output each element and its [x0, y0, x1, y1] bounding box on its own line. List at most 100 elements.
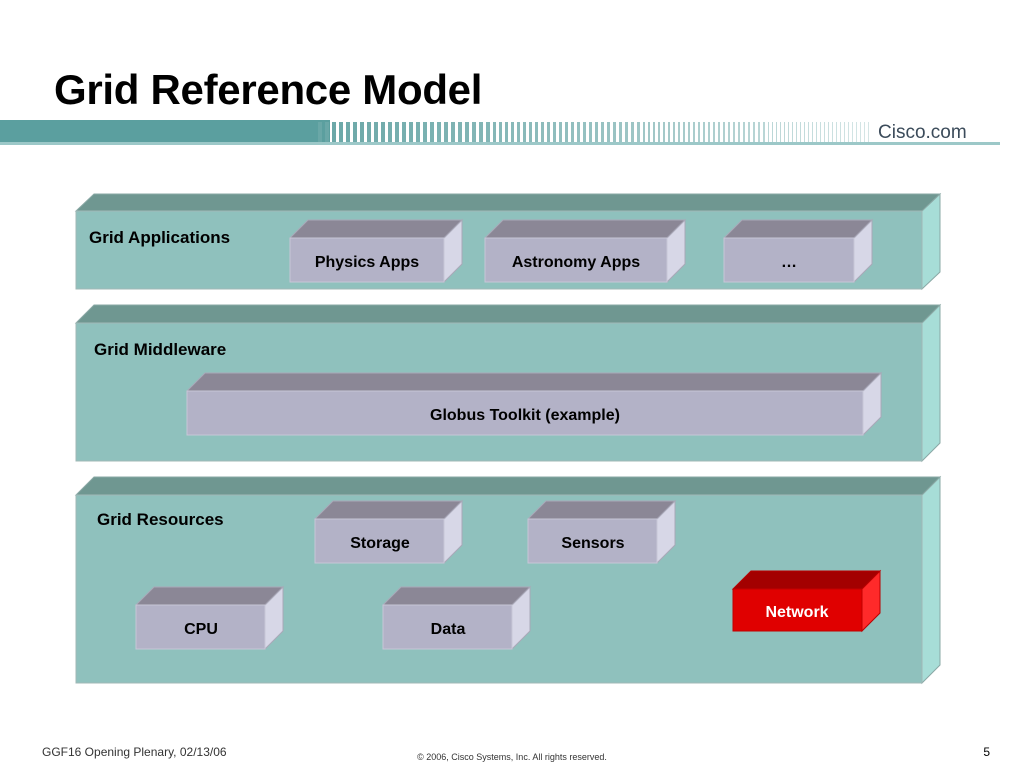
header-stripe — [643, 122, 645, 142]
header-stripe — [663, 122, 665, 142]
header-stripe — [486, 122, 490, 142]
header-stripe — [577, 122, 580, 142]
header-stripe — [367, 122, 371, 142]
header-stripe — [547, 122, 550, 142]
layer-label-resources: Grid Resources — [97, 510, 224, 529]
header-stripe — [517, 122, 520, 142]
header-stripe — [437, 122, 441, 142]
header-stripe — [703, 122, 705, 142]
header-stripe — [800, 122, 801, 142]
header-stripe — [780, 122, 781, 142]
box-more-apps[interactable]: … — [722, 218, 874, 284]
header-stripe — [856, 122, 857, 142]
storage-label: Storage — [350, 535, 410, 552]
layer-label-middleware: Grid Middleware — [94, 340, 226, 359]
header-stripe — [848, 122, 849, 142]
header-stripe — [444, 122, 448, 142]
header-stripe — [499, 122, 502, 142]
header-stripe — [792, 122, 793, 142]
header-stripe — [728, 122, 730, 142]
header-stripe — [673, 122, 675, 142]
header-stripe — [824, 122, 825, 142]
header-stripe — [698, 122, 700, 142]
header-stripe — [430, 122, 434, 142]
header-stripe — [723, 122, 725, 142]
header-stripe — [589, 122, 592, 142]
network-label: Network — [765, 604, 828, 621]
header-stripe — [713, 122, 715, 142]
header-stripe — [416, 122, 420, 142]
header-stripe — [668, 122, 670, 142]
header-stripe — [318, 122, 322, 142]
header-stripe — [840, 122, 841, 142]
layer-top — [74, 304, 942, 324]
header-stripe — [451, 122, 455, 142]
box-network[interactable]: Network — [731, 569, 882, 633]
header-stripe — [458, 122, 462, 142]
box-astronomy-apps[interactable]: Astronomy Apps — [483, 218, 687, 284]
header-stripe — [529, 122, 532, 142]
box-physics-apps[interactable]: Physics Apps — [288, 218, 464, 284]
layer-top — [74, 193, 942, 212]
header-stripe — [788, 122, 789, 142]
header-stripe — [763, 122, 765, 142]
header-stripe — [768, 122, 769, 142]
header-stripe — [653, 122, 655, 142]
layer-label-applications: Grid Applications — [89, 228, 230, 247]
header-stripe — [860, 122, 861, 142]
box-sensors[interactable]: Sensors — [526, 499, 677, 565]
header-stripe — [595, 122, 598, 142]
header-stripe — [607, 122, 610, 142]
header-stripe — [658, 122, 660, 142]
header-stripe — [733, 122, 735, 142]
footer-presentation-info: GGF16 Opening Plenary, 02/13/06 — [42, 745, 227, 759]
slide-title: Grid Reference Model — [54, 66, 483, 113]
layer-side — [921, 192, 941, 291]
box-cpu[interactable]: CPU — [134, 585, 285, 651]
header-stripe — [738, 122, 740, 142]
data-label: Data — [431, 621, 466, 638]
header-stripe — [772, 122, 773, 142]
header-stripe — [678, 122, 680, 142]
header-stripe — [493, 122, 496, 142]
header-stripe — [325, 122, 329, 142]
header-stripe — [613, 122, 616, 142]
header-stripe — [812, 122, 813, 142]
layer-side — [921, 303, 941, 463]
header-stripe — [346, 122, 350, 142]
header-bar-stripes — [318, 122, 869, 142]
header-stripe — [776, 122, 777, 142]
header-stripe — [852, 122, 853, 142]
header-stripe — [625, 122, 628, 142]
header-stripe — [828, 122, 829, 142]
header-stripe — [743, 122, 745, 142]
header-stripe — [648, 122, 650, 142]
header-stripe — [804, 122, 805, 142]
header-stripe — [758, 122, 760, 142]
physics-apps-label: Physics Apps — [315, 254, 419, 271]
header-stripe — [409, 122, 413, 142]
header-stripe — [832, 122, 833, 142]
header-stripe — [332, 122, 336, 142]
header-stripe — [553, 122, 556, 142]
header-stripe — [836, 122, 837, 142]
box-globus-toolkit[interactable]: Globus Toolkit (example) — [185, 371, 883, 437]
header-bar-underline — [0, 142, 1000, 145]
box-storage[interactable]: Storage — [313, 499, 464, 565]
header-stripe — [381, 122, 385, 142]
cpu-label: CPU — [184, 621, 218, 638]
page-number: 5 — [983, 745, 990, 759]
header-stripe — [583, 122, 586, 142]
header-stripe — [388, 122, 392, 142]
header-stripe — [796, 122, 797, 142]
box-data[interactable]: Data — [381, 585, 532, 651]
header-stripe — [360, 122, 364, 142]
header-stripe — [479, 122, 483, 142]
header-stripe — [688, 122, 690, 142]
header-stripe — [868, 122, 869, 142]
footer-copyright: © 2006, Cisco Systems, Inc. All rights r… — [417, 752, 607, 762]
header-stripe — [683, 122, 685, 142]
layer-top — [74, 476, 942, 496]
header-stripe — [571, 122, 574, 142]
